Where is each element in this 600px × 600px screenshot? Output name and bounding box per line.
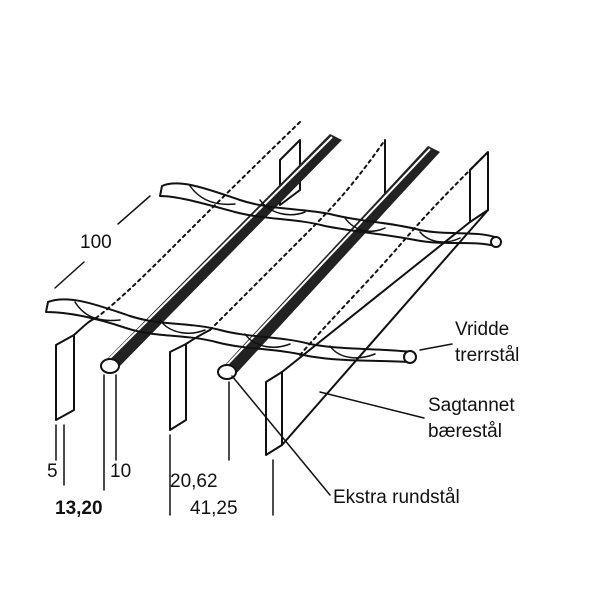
leader-twisted-bar xyxy=(419,343,453,351)
bearing-bar-front-right xyxy=(265,209,489,456)
leader-round-bar xyxy=(231,375,331,496)
bearing-bar-front-left xyxy=(55,317,97,421)
twisted-cross-bar-back xyxy=(159,182,502,248)
dimension-ticks xyxy=(55,374,274,516)
dim-label-10: 10 xyxy=(110,461,131,482)
label-serrated-bar-1: Sagtannet xyxy=(428,395,515,416)
dim-label-100: 100 xyxy=(80,232,112,253)
bearing-bar-back-left xyxy=(95,121,301,319)
label-extra-round-bar: Ekstra rundstål xyxy=(333,487,460,508)
bearing-bar-back-mid xyxy=(209,139,386,331)
dim-label-20-62: 20,62 xyxy=(170,471,218,492)
dimension-100 xyxy=(54,195,151,289)
round-bar-right xyxy=(217,146,440,380)
leader-serrated-bar xyxy=(319,391,425,419)
label-twisted-cross-bar-2: trerrstål xyxy=(455,345,519,366)
dim-label-5: 5 xyxy=(47,461,58,482)
label-twisted-cross-bar-1: Vridde xyxy=(455,319,509,340)
dim-label-41-25: 41,25 xyxy=(190,498,238,519)
bearing-bar-front-mid xyxy=(169,329,211,431)
dim-label-13-20: 13,20 xyxy=(55,498,103,519)
round-bar-left xyxy=(100,134,342,374)
twisted-cross-bar-front xyxy=(45,298,417,364)
label-serrated-bar-2: bærestål xyxy=(428,421,502,442)
